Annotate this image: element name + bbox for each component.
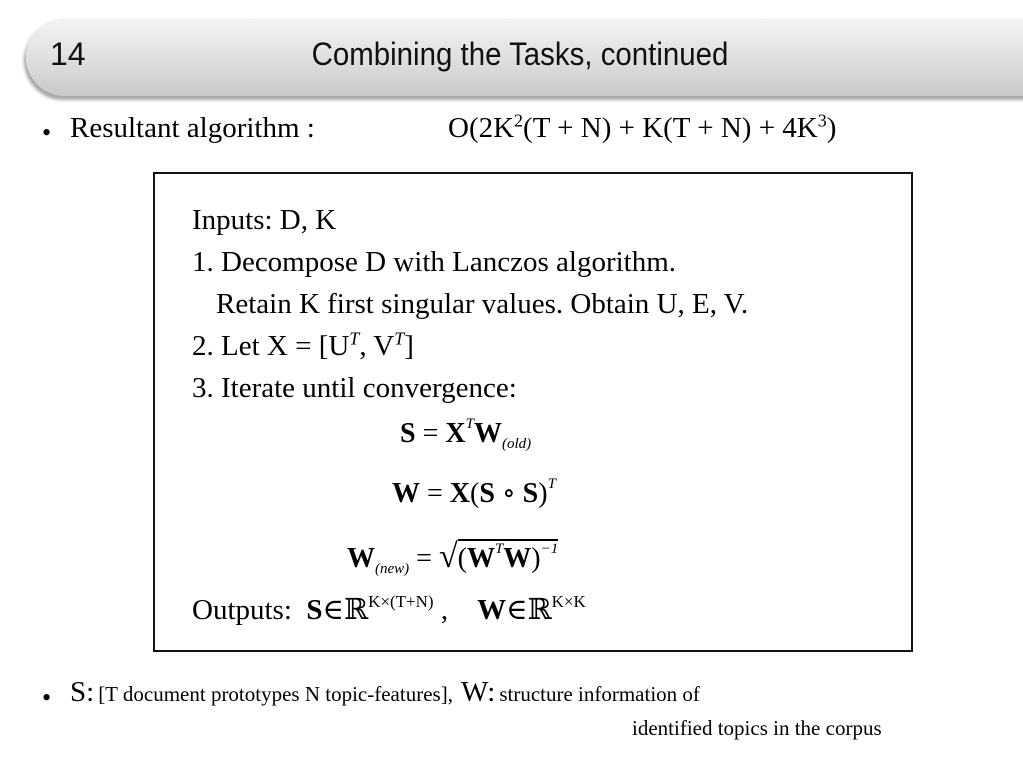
bullet-icon: • — [42, 683, 52, 712]
algorithm-step-3: 3. Iterate until convergence: — [192, 372, 517, 404]
equation-w-new: W(new) = √(WTW)−1 — [347, 538, 559, 577]
resultant-label: Resultant algorithm : — [70, 112, 315, 144]
algorithm-outputs: Outputs: S∈ℝK×(T+N) , W∈ℝK×K — [192, 592, 586, 626]
algorithm-box: Inputs: D, K 1. Decompose D with Lanczos… — [153, 172, 913, 652]
algorithm-step-2: 2. Let X = [UT, VT] — [192, 328, 414, 362]
complexity-expression: O(2K2(T + N) + K(T + N) + 4K3) — [448, 110, 837, 144]
slide-number: 14 — [50, 36, 86, 72]
algorithm-step-1-continued: Retain K first singular values. Obtain U… — [216, 288, 749, 320]
header-bar — [26, 18, 1023, 96]
bullet-icon: • — [42, 118, 52, 147]
bottom-description: S: [T document prototypes N topic-featur… — [70, 676, 700, 708]
bottom-description-continued: identified topics in the corpus — [632, 716, 882, 740]
algorithm-step-1: 1. Decompose D with Lanczos algorithm. — [192, 246, 677, 278]
slide-title: Combining the Tasks, continued — [311, 36, 729, 72]
equation-w: W = X(S ∘ S)T — [392, 476, 556, 509]
algorithm-inputs: Inputs: D, K — [192, 204, 337, 236]
equation-s: S = XTW(old) — [400, 416, 532, 452]
